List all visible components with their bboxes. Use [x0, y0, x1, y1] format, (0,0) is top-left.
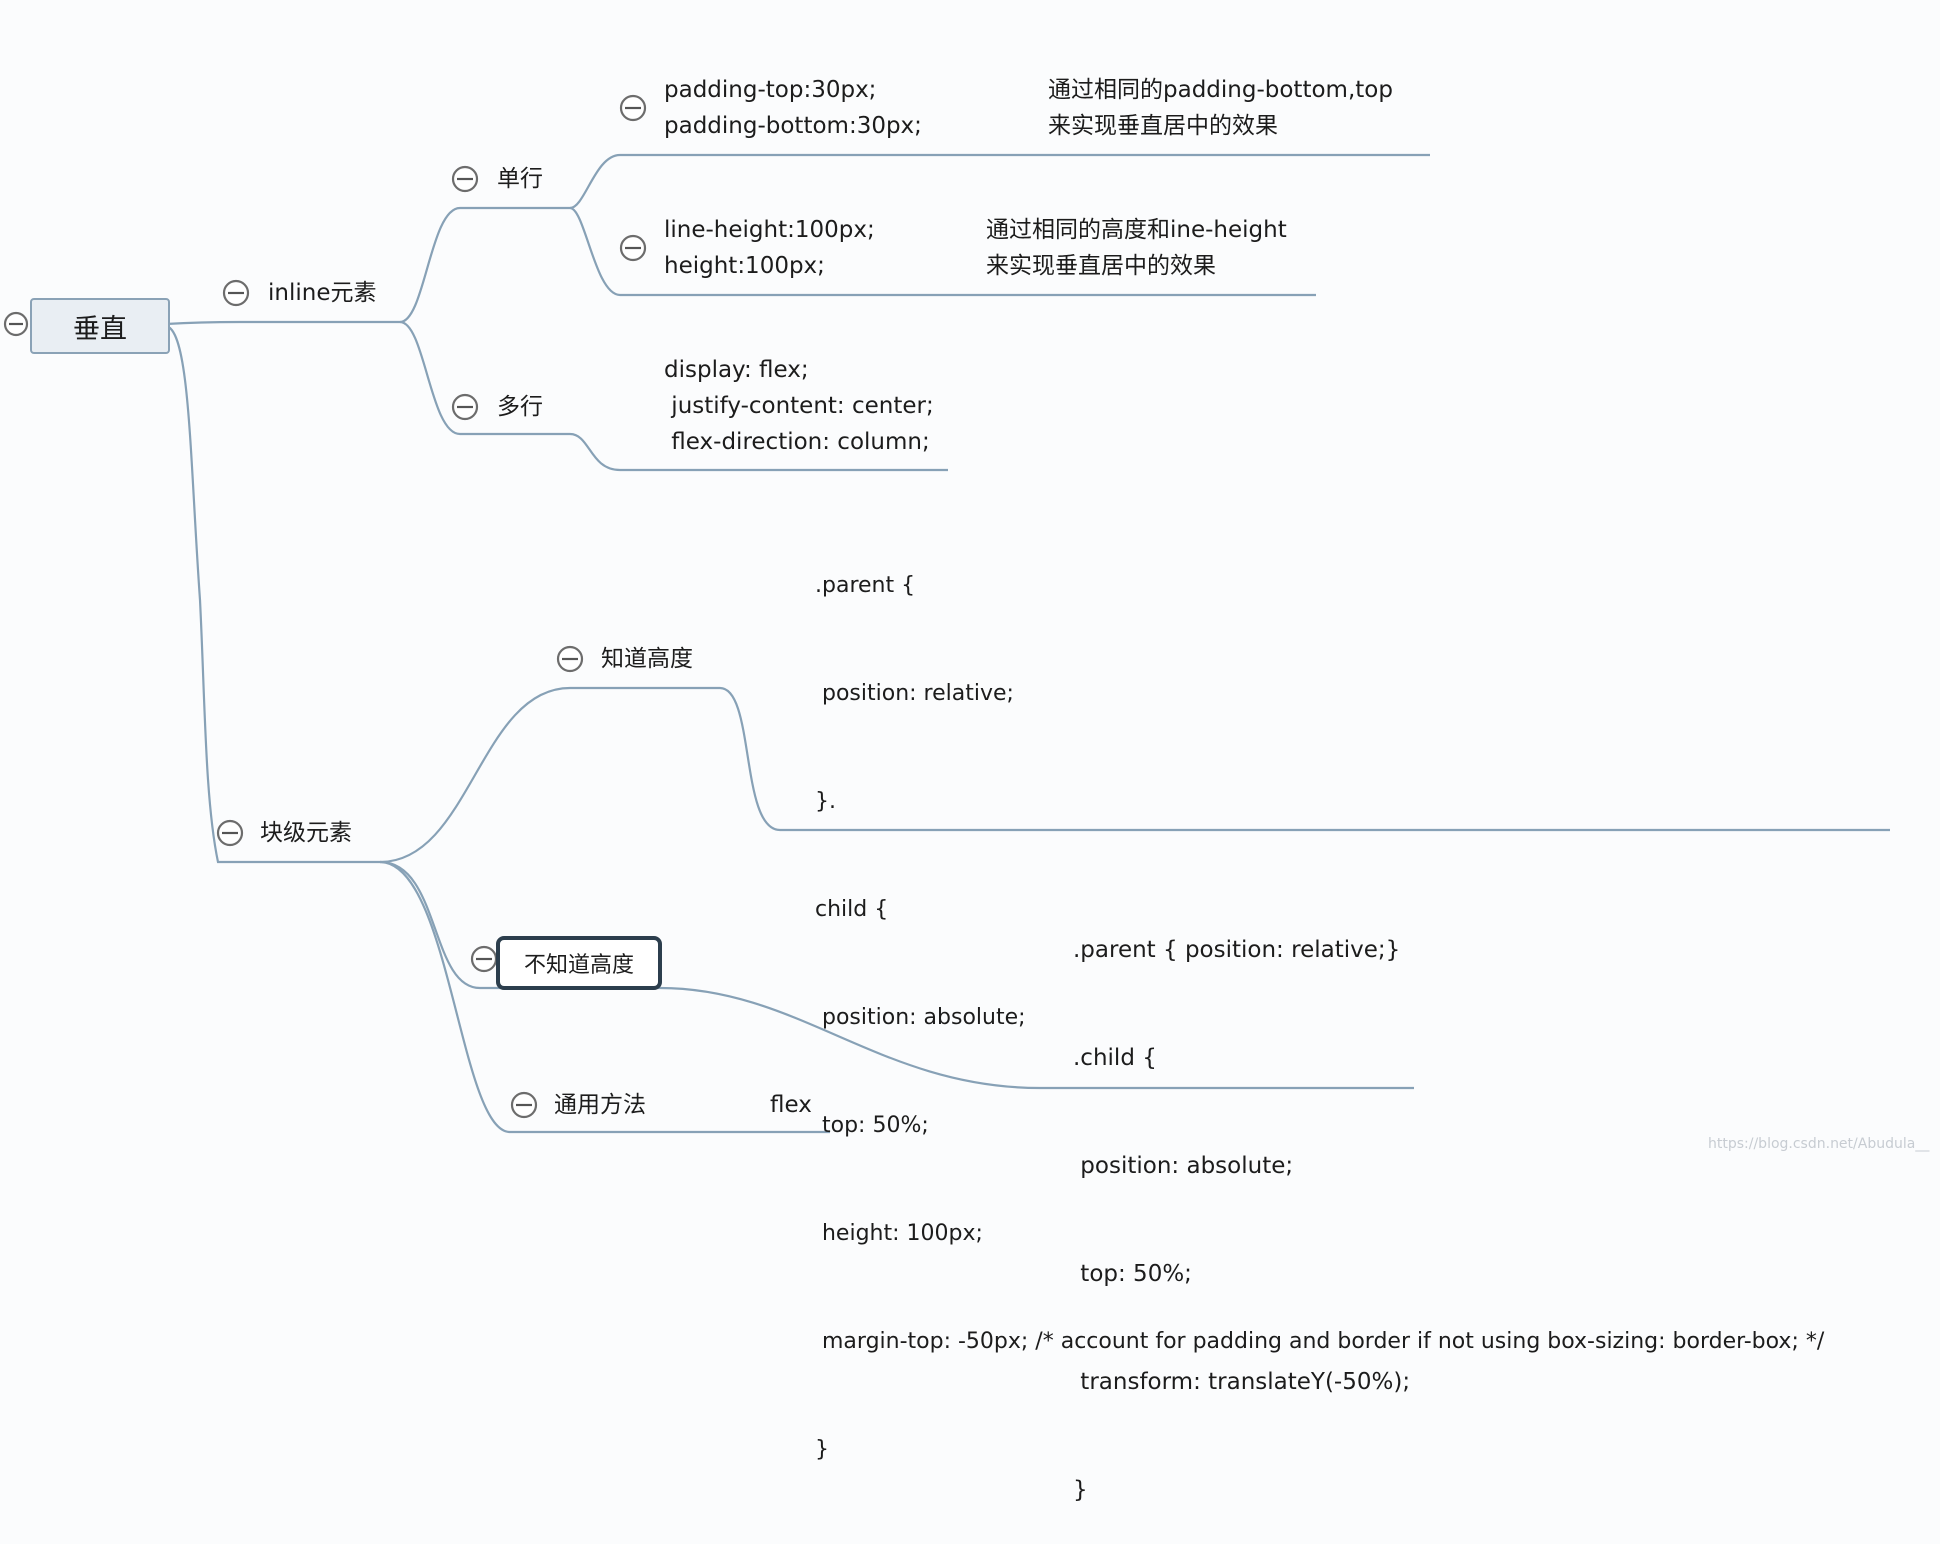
- node-lineheight-note[interactable]: 通过相同的高度和ine-height 来实现垂直居中的效果: [986, 212, 1287, 284]
- code-line: position: relative;: [815, 681, 1014, 706]
- code-line: flex-direction: column;: [664, 429, 930, 455]
- node-general[interactable]: 通用方法: [554, 1092, 646, 1118]
- node-padding-note[interactable]: 通过相同的padding-bottom,top 来实现垂直居中的效果: [1048, 72, 1393, 144]
- connector-root-block: [165, 324, 380, 864]
- mindmap-connectors: [3, 94, 1890, 1134]
- code-line: line-height:100px;: [664, 217, 875, 243]
- collapse-icon-unknown[interactable]: [470, 945, 498, 973]
- watermark: https://blog.csdn.net/Abudula__: [1708, 1136, 1930, 1152]
- note-line: 通过相同的高度和ine-height: [986, 217, 1287, 243]
- connector-single-lineheight: [569, 206, 1316, 297]
- code-line: .child {: [1073, 1045, 1157, 1071]
- code-line: justify-content: center;: [664, 393, 934, 419]
- root-label: 垂直: [73, 313, 127, 345]
- node-multi-code[interactable]: display: flex; justify-content: center; …: [664, 352, 934, 460]
- code-line: top: 50%;: [1073, 1261, 1192, 1287]
- connector-block-general: [379, 860, 830, 1134]
- node-unknown[interactable]: 不知道高度: [496, 936, 662, 990]
- code-line: padding-top:30px;: [664, 77, 877, 103]
- collapse-icon-known[interactable]: [556, 645, 584, 673]
- code-line: }: [1073, 1477, 1088, 1503]
- code-line: .parent { position: relative;}: [1073, 937, 1401, 963]
- node-lineheight-code[interactable]: line-height:100px; height:100px;: [664, 212, 875, 284]
- node-unknown-code[interactable]: .parent { position: relative;} .child { …: [1073, 860, 1410, 1544]
- connector-unknown-code: [659, 986, 1414, 1090]
- code-line: }.: [815, 789, 836, 814]
- connector-inline-single: [399, 206, 570, 324]
- connector-known-code: [719, 686, 1890, 832]
- root-node[interactable]: 垂直: [30, 298, 170, 354]
- connector-block-known: [379, 686, 720, 864]
- code-line: height:100px;: [664, 253, 825, 279]
- node-general-value[interactable]: flex: [770, 1092, 812, 1118]
- node-padding-code[interactable]: padding-top:30px; padding-bottom:30px;: [664, 72, 922, 144]
- code-line: .parent {: [815, 573, 916, 598]
- node-known[interactable]: 知道高度: [601, 646, 693, 672]
- connector-block-unknown: [379, 860, 660, 990]
- collapse-icon-general[interactable]: [510, 1091, 538, 1119]
- node-block[interactable]: 块级元素: [260, 820, 352, 846]
- note-line: 通过相同的padding-bottom,top: [1048, 77, 1393, 103]
- collapse-icon-root[interactable]: [3, 311, 29, 337]
- node-multi[interactable]: 多行: [497, 394, 543, 420]
- node-single[interactable]: 单行: [497, 166, 543, 192]
- collapse-icon-block[interactable]: [216, 819, 244, 847]
- connector-single-padding: [569, 153, 1430, 210]
- connector-inline-multi: [399, 320, 570, 436]
- collapse-icon-multi[interactable]: [451, 393, 479, 421]
- connector-multi-code: [569, 432, 948, 472]
- code-line: position: absolute;: [1073, 1153, 1294, 1179]
- code-line: padding-bottom:30px;: [664, 113, 922, 139]
- connector-root-inline: [165, 320, 400, 326]
- collapse-icon-inline[interactable]: [222, 279, 250, 307]
- code-line: position: absolute;: [815, 1005, 1026, 1030]
- node-unknown-label: 不知道高度: [523, 953, 634, 978]
- collapse-icon-single[interactable]: [451, 165, 479, 193]
- note-line: 来实现垂直居中的效果: [1048, 113, 1278, 139]
- code-line: child {: [815, 897, 889, 922]
- collapse-icon-lineheight[interactable]: [619, 234, 647, 262]
- collapse-icon-padding[interactable]: [619, 94, 647, 122]
- code-line: top: 50%;: [815, 1113, 929, 1138]
- code-line: transform: translateY(-50%);: [1073, 1369, 1411, 1395]
- node-inline[interactable]: inline元素: [268, 280, 377, 306]
- code-line: display: flex;: [664, 357, 809, 383]
- note-line: 来实现垂直居中的效果: [986, 253, 1216, 279]
